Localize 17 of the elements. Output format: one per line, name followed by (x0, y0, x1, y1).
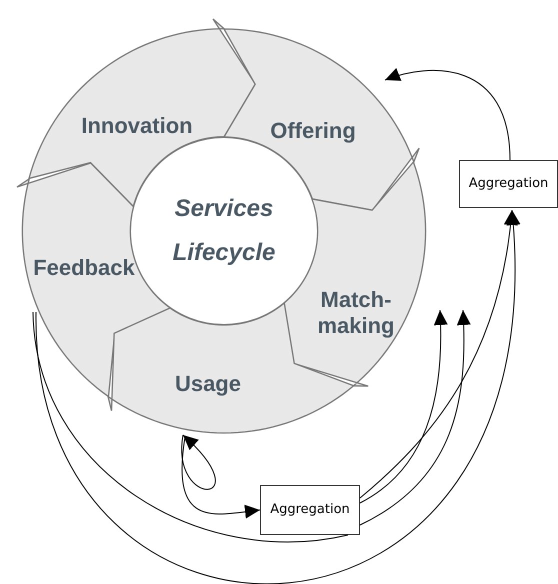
process-box (459, 160, 558, 208)
phase-label: Usage (174, 370, 242, 397)
phase-label: Feedback (32, 254, 136, 281)
box-label: Aggregation (468, 175, 548, 194)
curved-arrow (360, 210, 518, 498)
curved-arrow (360, 310, 448, 504)
cycle-title: Services Lifecycle (172, 194, 276, 268)
phase-label: Offering (269, 118, 357, 144)
curved-arrow (360, 310, 471, 526)
curved-arrow (181, 434, 216, 490)
process-box (260, 485, 360, 535)
curved-arrow (36, 210, 520, 584)
curved-arrow (182, 436, 260, 519)
phase-label: Match-making (316, 286, 396, 339)
curved-arrow (384, 68, 510, 160)
box-label: Aggregation (270, 501, 350, 520)
phase-label: Innovation (80, 112, 194, 139)
